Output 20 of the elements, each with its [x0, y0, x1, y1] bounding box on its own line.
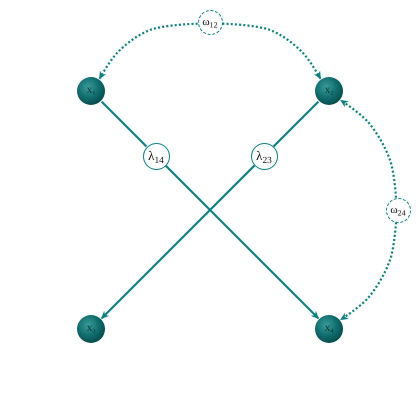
sphere-node — [315, 315, 343, 343]
circle-node: ω$_{12}$ — [198, 10, 222, 34]
arrow — [100, 164, 256, 320]
dotted-arrow — [340, 99, 398, 198]
node-label: X$_{3}$ — [86, 325, 96, 333]
sphere-node — [77, 315, 105, 343]
node-label: X$_{1}$ — [86, 87, 96, 95]
line — [272, 100, 320, 148]
sphere-node — [77, 77, 105, 105]
circle-node: λ$_{23}$ — [250, 142, 278, 170]
node-label: X$_{4}$ — [324, 325, 334, 333]
dotted-arrow — [340, 222, 398, 321]
circle-node: λ$_{14}$ — [142, 142, 170, 170]
circle-node: ω$_{24}$ — [386, 198, 410, 222]
dotted-arrow — [98, 22, 198, 80]
dotted-arrow — [222, 22, 322, 80]
line — [100, 100, 148, 148]
sphere-node — [315, 77, 343, 105]
arrow — [164, 164, 320, 320]
node-label: X$_{2}$ — [324, 87, 334, 95]
